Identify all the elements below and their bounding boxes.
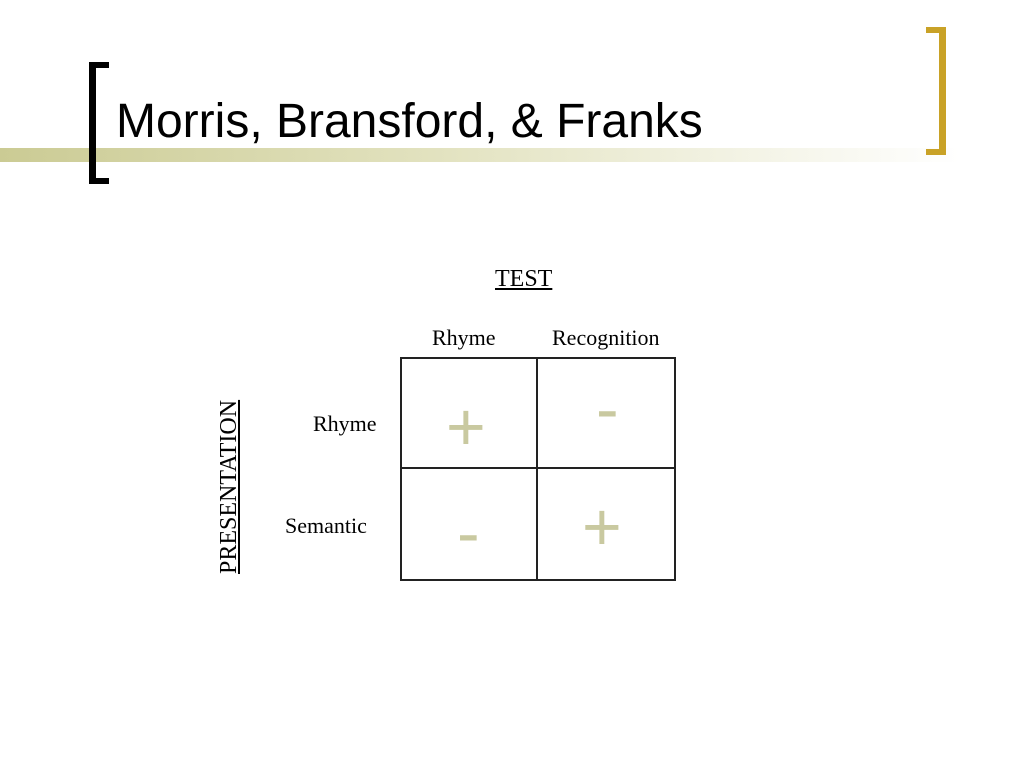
left-bracket-decoration xyxy=(89,62,109,184)
test-header: TEST xyxy=(495,266,553,292)
title-underline-band xyxy=(0,148,960,162)
presentation-header: PRESENTATION xyxy=(216,399,242,574)
plus-symbol: + xyxy=(582,489,622,565)
minus-symbol: - xyxy=(457,495,480,571)
result-matrix: + - - + xyxy=(400,357,676,581)
plus-symbol: + xyxy=(446,389,486,465)
row-label-rhyme: Rhyme xyxy=(313,411,377,436)
matrix-cell-rhyme-rhyme: + xyxy=(402,359,538,469)
row-label-semantic: Semantic xyxy=(285,513,367,538)
matrix-cell-rhyme-recognition: - xyxy=(538,359,674,469)
slide-title: Morris, Bransford, & Franks xyxy=(116,95,703,148)
column-label-rhyme: Rhyme xyxy=(432,325,496,350)
matrix-cell-semantic-recognition: + xyxy=(538,469,674,579)
minus-symbol: - xyxy=(596,371,619,447)
right-bracket-decoration xyxy=(926,27,946,155)
matrix-cell-semantic-rhyme: - xyxy=(402,469,538,579)
column-label-recognition: Recognition xyxy=(552,325,660,350)
